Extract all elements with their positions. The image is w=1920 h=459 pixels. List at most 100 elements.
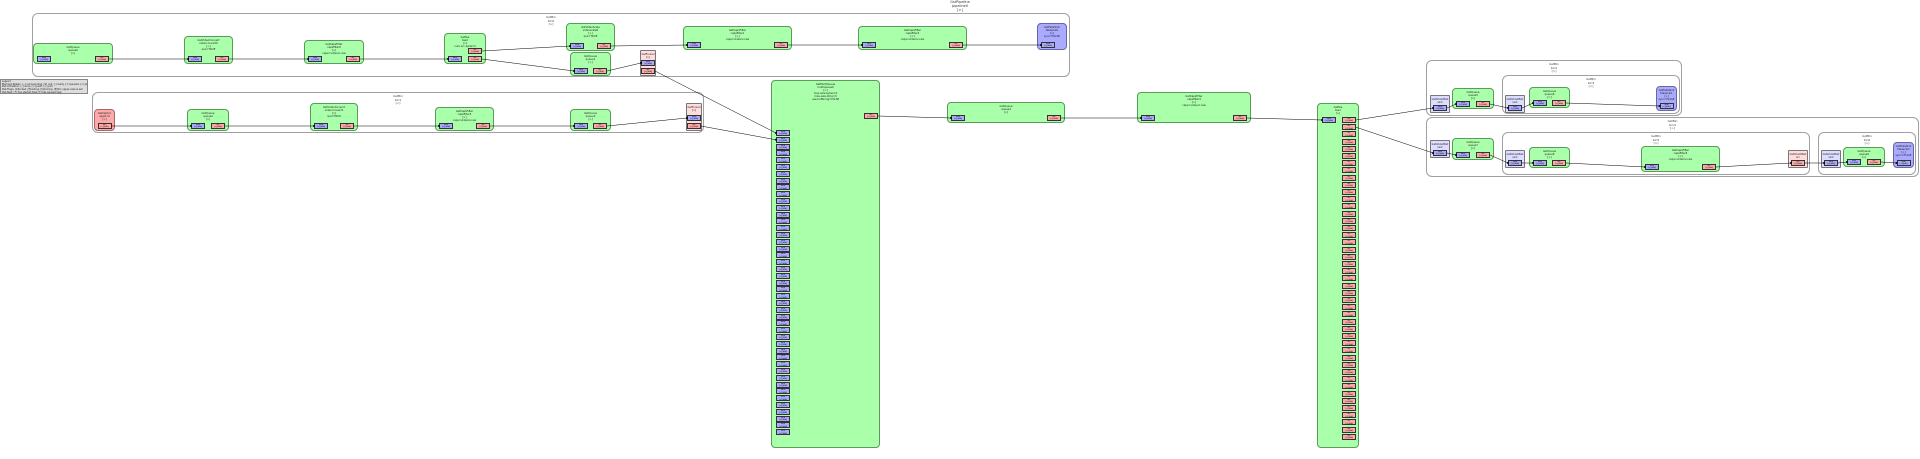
src-pad[interactable]: src [>][bfb] xyxy=(1342,376,1356,383)
sink-pad[interactable]: sink [>][bfb] xyxy=(862,42,876,48)
sink-pad[interactable]: sink [>][bfb] xyxy=(776,313,790,320)
sink-pad[interactable]: sink [>][bfb] xyxy=(37,56,51,62)
sink-pad[interactable]: sink [>][bfb] xyxy=(776,232,790,238)
src-pad[interactable]: src [>][bfb] xyxy=(1342,232,1356,239)
sink-pad[interactable]: sink [>][bfb] xyxy=(776,293,790,300)
src-pad[interactable]: src [>][bfb] xyxy=(1342,390,1356,397)
sink-pad[interactable]: sink [>][bfb] xyxy=(1645,164,1659,170)
sink-pad[interactable]: sink [>][bfb] xyxy=(314,123,328,129)
src-pad[interactable]: src [>][bfb] xyxy=(1342,124,1356,131)
src-pad[interactable]: src [>][bfb] xyxy=(1342,131,1356,138)
src-pad[interactable]: src [>][bfb] xyxy=(1342,311,1356,318)
sink-pad[interactable]: sink [>][bfb] xyxy=(776,402,790,408)
src-pad[interactable]: src [>][bfb] xyxy=(1791,160,1805,166)
src-pad[interactable]: src [>][bfb] xyxy=(1342,275,1356,282)
sink-pad[interactable]: sink [>][bfb] xyxy=(776,334,790,340)
src-pad[interactable]: src [>][bfb] xyxy=(864,113,878,119)
src-pad[interactable]: src [>][bfb] xyxy=(1342,361,1356,368)
sink-pad[interactable]: sink [>][bfb] xyxy=(1508,160,1522,166)
src-pad[interactable]: src [>][bfb] xyxy=(593,68,607,74)
sink-pad[interactable]: sink [>][bfb] xyxy=(1533,100,1547,106)
src-pad[interactable]: src [>][bfb] xyxy=(1867,159,1881,165)
sink-pad[interactable]: sink [>][bfb] xyxy=(1456,101,1470,107)
src-pad[interactable]: src [>][bfb] xyxy=(1342,333,1356,339)
sink-pad[interactable]: sink [>][bfb] xyxy=(776,184,790,191)
src-pad[interactable]: src [>][bfb] xyxy=(774,42,788,48)
element-e7[interactable]: GstCapsFilter capsfilter1 [>] caps=video… xyxy=(683,26,792,50)
src-pad[interactable]: src [>][bfb] xyxy=(1342,397,1356,404)
sink-pad[interactable]: sink [>][bfb] xyxy=(776,354,790,361)
sink-pad[interactable]: sink [>][bfb] xyxy=(574,68,588,74)
sink-pad[interactable]: sink [>][bfb] xyxy=(1533,160,1547,166)
sink-pad[interactable]: sink [>][bfb] xyxy=(1433,150,1447,156)
sink-pad[interactable]: sink [>][bfb] xyxy=(687,42,701,48)
sink-pad[interactable]: sink [>][bfb] xyxy=(776,177,790,184)
src-pad[interactable]: src [>][bfb] xyxy=(1342,196,1356,203)
src-pad[interactable]: src [>][bfb] xyxy=(641,68,655,74)
src-pad[interactable]: src [>][bfb] xyxy=(1342,268,1356,275)
sink-pad[interactable]: sink [>][bfb] xyxy=(776,388,790,395)
src-pad[interactable]: src [>][bfb] xyxy=(1342,210,1356,217)
sink-pad[interactable]: sink [>][bfb] xyxy=(776,300,790,306)
src-pad[interactable]: src [>][bfb] xyxy=(1342,160,1356,167)
sink-pad[interactable]: sink [>][bfb] xyxy=(776,368,790,374)
sink-pad[interactable]: sink [>][bfb] xyxy=(776,374,790,381)
sink-pad[interactable]: sink [>][bfb] xyxy=(1824,160,1838,166)
src-pad[interactable]: src [>][bfb] xyxy=(1342,354,1356,361)
src-pad[interactable]: src [>][bfb] xyxy=(1233,115,1247,121)
sink-pad[interactable]: sink [>][bfb] xyxy=(1896,160,1911,166)
sink-pad[interactable]: sink [>][bfb] xyxy=(776,164,790,170)
src-pad[interactable]: src [>][bfb] xyxy=(1342,239,1356,246)
sink-pad[interactable]: sink [>][bfb] xyxy=(776,408,790,415)
sink-pad[interactable]: sink [>][bfb] xyxy=(776,429,790,436)
src-pad[interactable]: src [>][bfb] xyxy=(468,56,482,62)
src-pad[interactable]: src [>][bfb] xyxy=(1342,203,1356,210)
sink-pad[interactable]: sink [>][bfb] xyxy=(776,198,790,204)
src-pad[interactable]: src [>][bfb] xyxy=(1342,325,1356,332)
element-m3[interactable]: GstCapsFilter capsfilter4 [>] caps=video… xyxy=(1137,92,1251,123)
element-e1[interactable]: GstQueue queue0 [>] xyxy=(33,43,113,64)
sink-pad[interactable]: sink [>][bfb] xyxy=(1456,152,1470,158)
sink-pad[interactable]: sink [>][bfb] xyxy=(776,238,790,245)
src-pad[interactable]: src [>][bfb] xyxy=(1342,340,1356,347)
src-pad[interactable]: src [>][bfb] xyxy=(1342,189,1356,195)
sink-pad[interactable]: sink [>][bfb] xyxy=(776,259,790,266)
src-pad[interactable]: src [>][bfb] xyxy=(1342,433,1356,440)
src-pad[interactable]: src [>][bfb] xyxy=(1342,145,1356,152)
sink-pad[interactable]: sink [>][bfb] xyxy=(776,136,790,143)
sink-pad[interactable]: sink [>][bfb] xyxy=(776,395,790,402)
src-pad[interactable]: src [>][bfb] xyxy=(476,123,490,129)
sink-pad[interactable]: sink [>][bfb] xyxy=(776,225,790,232)
src-pad[interactable]: src [>][bfb] xyxy=(1552,100,1566,106)
sink-pad[interactable]: sink [>][bfb] xyxy=(776,130,790,136)
sink-pad[interactable]: sink [>][bfb] xyxy=(1141,115,1155,121)
sink-pad[interactable]: sink [>][bfb] xyxy=(776,381,790,388)
sink-pad[interactable]: sink [>][bfb] xyxy=(641,60,655,66)
sink-pad[interactable]: sink [>][bfb] xyxy=(776,150,790,157)
src-pad[interactable]: src [>][bfb] xyxy=(1342,138,1356,145)
src-pad[interactable]: src [>][bfb] xyxy=(346,56,360,62)
sink-pad[interactable]: sink [>][bfb] xyxy=(570,43,584,49)
sink-pad[interactable]: sink [>][bfb] xyxy=(776,170,790,177)
src-pad[interactable]: src [>][bfb] xyxy=(215,56,229,62)
src-pad[interactable]: src [>][bfb] xyxy=(597,43,611,49)
src-pad[interactable]: src [>][bfb] xyxy=(1342,282,1356,289)
src-pad[interactable]: src [>][bfb] xyxy=(95,56,109,62)
src-pad[interactable]: src [>][bfb] xyxy=(593,123,607,129)
src-pad[interactable]: src [>][bfb] xyxy=(1342,369,1356,375)
src-pad[interactable]: src [>][bfb] xyxy=(1552,160,1566,166)
sink-pad[interactable]: sink [>][bfb] xyxy=(776,415,790,422)
sink-pad[interactable]: sink [>][bfb] xyxy=(448,56,462,62)
src-pad[interactable]: src [>][bfb] xyxy=(1342,246,1356,253)
src-pad[interactable]: src [>][bfb] xyxy=(97,123,112,129)
sink-pad[interactable]: sink [>][bfb] xyxy=(776,327,790,334)
src-pad[interactable]: src [>][bfb] xyxy=(1342,261,1356,267)
sink-pad[interactable]: sink [>][bfb] xyxy=(776,320,790,327)
src-pad[interactable]: src [>][bfb] xyxy=(1342,225,1356,231)
src-pad[interactable]: src [>][bfb] xyxy=(1476,152,1490,158)
src-pad[interactable]: src [>][bfb] xyxy=(1342,167,1356,174)
src-pad[interactable]: src [>][bfb] xyxy=(1342,289,1356,296)
src-pad[interactable]: src [>][bfb] xyxy=(340,123,354,129)
sink-pad[interactable]: sink [>][bfb] xyxy=(574,123,588,129)
src-pad[interactable]: src [>][bfb] xyxy=(1342,117,1356,123)
